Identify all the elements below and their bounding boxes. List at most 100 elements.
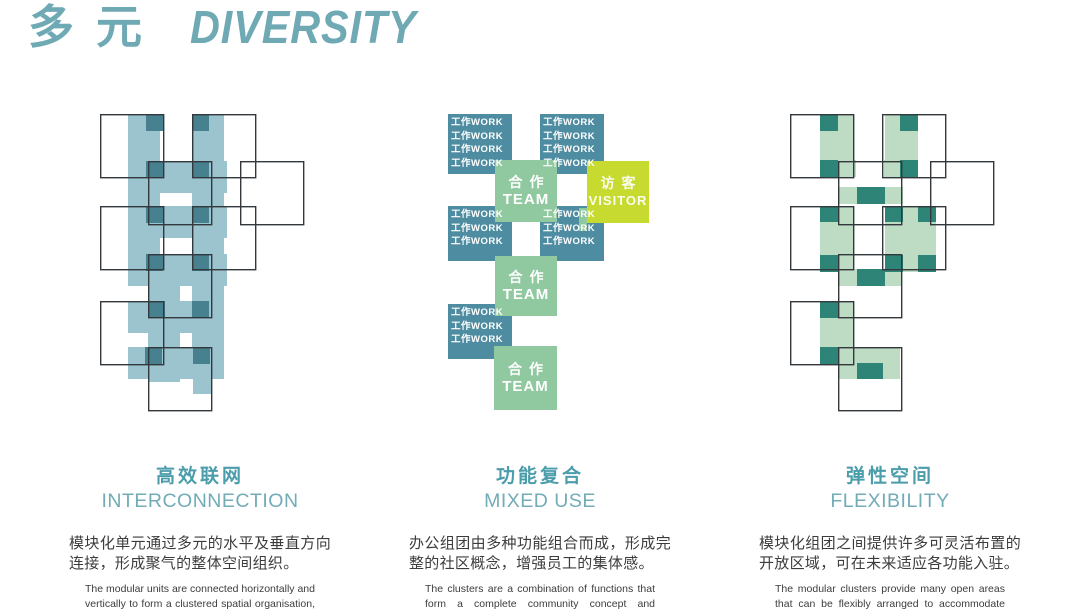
- work-label: 工作WORK: [543, 117, 596, 128]
- flex-core: [900, 114, 918, 131]
- work-label: 工作WORK: [451, 144, 504, 155]
- work-label: 工作WORK: [451, 334, 504, 345]
- work-label: 工作WORK: [543, 157, 596, 169]
- team-label-chinese: 合作: [508, 361, 550, 377]
- visitor-label-english: VISITOR: [588, 193, 648, 208]
- heading-chinese: 弹性空间: [845, 466, 934, 487]
- flex-core: [857, 269, 885, 286]
- diagram-interconnection: [99, 113, 310, 419]
- title-english: DIVERSITY: [190, 1, 417, 53]
- module-outline: [838, 161, 903, 226]
- flex-core: [885, 207, 903, 222]
- heading-english: FLEXIBILITY: [830, 490, 950, 512]
- module-outline: [148, 346, 213, 412]
- flex-core: [820, 347, 838, 364]
- module-outline: [789, 113, 855, 179]
- overlap-sliver: [579, 208, 587, 231]
- flex-core: [857, 363, 883, 379]
- work-label: 工作WORK: [543, 209, 596, 220]
- module-outline: [838, 346, 903, 412]
- module-outline: [881, 205, 947, 271]
- body-chinese: 办公组团由多种功能组合而成，形成完整的社区概念，增强员工的集体感。: [409, 535, 671, 572]
- corridor-node: [193, 347, 210, 364]
- corridor-node: [146, 254, 163, 271]
- module-outline: [929, 161, 995, 226]
- corridor-band: [193, 379, 212, 394]
- module-outline: [789, 205, 855, 271]
- body-english: The modular clusters provide many open a…: [775, 583, 1005, 609]
- corridor-node: [146, 161, 163, 178]
- flex-core: [820, 301, 838, 318]
- work-block: 工作WORK 工作WORK 工作WORK 工作WORK: [540, 114, 604, 174]
- work-label: 工作WORK: [451, 157, 504, 169]
- work-label: 工作WORK: [451, 117, 504, 128]
- diagram-canvas: [99, 113, 305, 412]
- work-label: 工作WORK: [543, 144, 596, 155]
- work-label: 工作WORK: [451, 209, 504, 220]
- module-outline: [191, 205, 257, 271]
- team-label-english: TEAM: [502, 378, 549, 395]
- flex-core: [820, 207, 838, 222]
- flex-core: [885, 255, 903, 272]
- heading-chinese: 高效联网: [155, 466, 244, 487]
- module-outline: [838, 253, 903, 319]
- body-english: The clusters are a combination of functi…: [425, 583, 655, 609]
- work-label: 工作WORK: [543, 222, 596, 234]
- corridor-node: [192, 301, 209, 318]
- work-block: 工作WORK 工作WORK 工作WORK: [448, 206, 512, 261]
- title-chinese: 多元: [28, 1, 164, 53]
- work-label: 工作WORK: [543, 236, 596, 247]
- module-outline: [148, 253, 213, 319]
- corridor-node: [192, 254, 209, 271]
- module-outline: [789, 300, 855, 366]
- panel-flexibility: 弹性空间 FLEXIBILITY 模块化组团之间提供许多可灵活布置的开放区域，可…: [755, 455, 1025, 609]
- flex-core: [918, 255, 936, 272]
- flex-core: [820, 114, 838, 131]
- module-outline: [881, 113, 947, 179]
- slide-title: 多元 DIVERSITY: [28, 2, 442, 52]
- corridor-node: [148, 301, 165, 318]
- module-outline: [99, 205, 165, 271]
- diagram-canvas: [789, 113, 995, 412]
- corridor-band: [192, 114, 224, 379]
- flex-core: [820, 255, 838, 272]
- flex-core: [857, 187, 885, 204]
- work-label: 工作WORK: [451, 236, 504, 247]
- corridor-node: [146, 114, 163, 131]
- module-outline: [99, 113, 165, 179]
- flex-zone: [884, 160, 902, 177]
- heading-chinese: 功能复合: [495, 466, 584, 487]
- team-label-chinese: 合作: [508, 269, 551, 285]
- panel-mixed-use: 功能复合 MIXED USE 办公组团由多种功能组合而成，形成完整的社区概念，增…: [405, 455, 675, 609]
- corridor-node: [192, 206, 209, 223]
- heading-english: INTERCONNECTION: [101, 490, 299, 512]
- team-label-english: TEAM: [502, 286, 550, 303]
- heading-english: MIXED USE: [484, 490, 596, 512]
- flex-core: [900, 160, 918, 177]
- work-label: 工作WORK: [451, 222, 504, 234]
- body-chinese: 模块化单元通过多元的水平及垂直方向连接，形成聚气的整体空间组织。: [69, 535, 331, 572]
- work-label: 工作WORK: [543, 130, 596, 142]
- flex-zone: [838, 160, 856, 177]
- body-chinese: 模块化组团之间提供许多可灵活布置的开放区域，可在未来适应各功能入驻。: [759, 535, 1021, 572]
- flex-zone: [838, 301, 853, 316]
- module-outline: [239, 161, 305, 226]
- corridor-node: [192, 114, 209, 131]
- module-outline: [191, 113, 257, 179]
- flex-core: [918, 207, 936, 222]
- work-label: 工作WORK: [451, 320, 504, 332]
- corridor-node: [145, 347, 162, 364]
- diagram-flexibility: [789, 113, 1000, 419]
- body-english: The modular units are connected horizont…: [85, 583, 315, 609]
- module-outline: [99, 300, 165, 366]
- work-label: 工作WORK: [451, 307, 504, 318]
- panel-interconnection: 高效联网 INTERCONNECTION 模块化单元通过多元的水平及垂直方向连接…: [65, 455, 335, 609]
- flex-core: [820, 160, 838, 177]
